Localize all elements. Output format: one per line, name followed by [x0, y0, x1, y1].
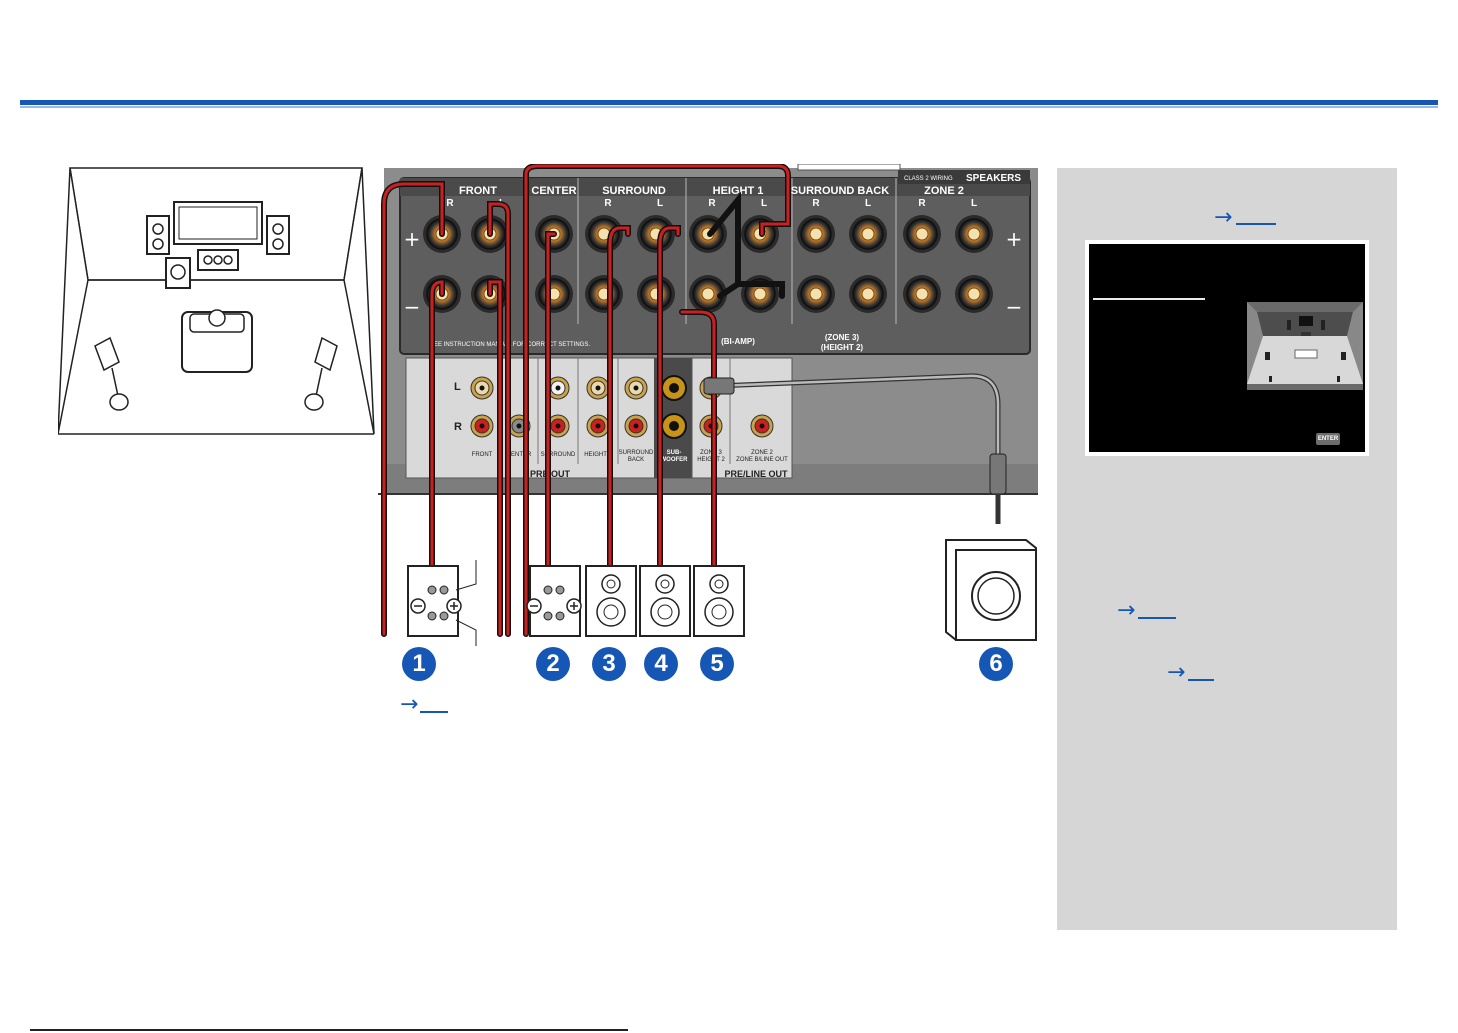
xref-link-setup[interactable]: →	[1214, 205, 1233, 230]
xref-underline	[1188, 679, 1214, 681]
footer-rule	[30, 1029, 628, 1031]
svg-text:BACK: BACK	[628, 457, 644, 463]
speaker-terminal	[637, 275, 675, 313]
xref-link-diagram[interactable]: →	[400, 692, 419, 717]
bookshelf-speaker-icon	[693, 565, 745, 637]
badge-6: 6	[979, 647, 1013, 681]
subwoofer-icon	[945, 539, 1037, 641]
group-surround-back: SURROUND BACK	[791, 185, 889, 197]
speaker-layout-thumbnail	[1247, 302, 1363, 390]
speaker-terminal	[797, 275, 835, 313]
header-rule-shadow	[20, 106, 1438, 108]
group-front: FRONT	[459, 185, 497, 197]
room-layout-illustration	[58, 167, 375, 435]
xref-link-1[interactable]: →	[1117, 598, 1136, 623]
minus-sign-right: −	[1006, 295, 1023, 319]
svg-text:CENTER: CENTER	[507, 452, 532, 458]
center-speaker-icon	[526, 565, 582, 637]
svg-text:L: L	[454, 381, 461, 393]
svg-text:R: R	[812, 198, 820, 209]
rca-jack	[624, 414, 648, 438]
speaker-terminal	[849, 215, 887, 253]
speaker-terminal	[797, 215, 835, 253]
subwoofer-icon	[165, 257, 191, 289]
speaker-terminal	[585, 215, 623, 253]
svg-text:R: R	[604, 198, 612, 209]
group-center: CENTER	[531, 185, 576, 197]
enter-button-icon: ENTER	[1316, 433, 1340, 445]
svg-text:HEIGHT 1: HEIGHT 1	[584, 452, 612, 458]
svg-text:L: L	[865, 198, 871, 209]
bookshelf-speaker-icon	[585, 565, 637, 637]
speaker-terminal	[741, 275, 779, 313]
speaker-terminal	[955, 275, 993, 313]
plus-sign: +	[404, 227, 421, 251]
rear-panel-diagram: FRONT CENTER SURROUND HEIGHT 1 SURROUND …	[378, 164, 1038, 646]
header-rule	[20, 100, 1438, 105]
rca-jack	[470, 376, 494, 400]
surround-left-speaker-icon	[94, 336, 129, 411]
group-zone2: ZONE 2	[924, 185, 964, 197]
svg-text:R: R	[918, 198, 926, 209]
pre-line-out-label: PRE/LINE OUT	[724, 469, 788, 479]
center-speaker-icon	[197, 249, 239, 271]
sofa-icon	[181, 309, 253, 373]
speaker-terminal	[585, 275, 623, 313]
rca-jack	[470, 414, 494, 438]
minus-sign: −	[404, 295, 421, 319]
xref-underline	[1138, 617, 1176, 619]
badge-4: 4	[644, 647, 678, 681]
front-left-speaker-icon	[146, 215, 170, 255]
svg-text:SURROUND: SURROUND	[619, 450, 654, 456]
svg-text:R: R	[708, 198, 716, 209]
badge-5: 5	[700, 647, 734, 681]
badge-1: 1	[402, 647, 436, 681]
speaker-terminal	[903, 215, 941, 253]
svg-text:ZONE B/LINE OUT: ZONE B/LINE OUT	[736, 457, 788, 463]
rca-jack	[624, 376, 648, 400]
class2-label: CLASS 2 WIRING	[904, 176, 953, 182]
xref-underline	[1236, 223, 1276, 225]
height2-label: (HEIGHT 2)	[821, 343, 864, 352]
xref-link-2[interactable]: →	[1167, 660, 1186, 685]
screen-divider	[1093, 298, 1205, 300]
badge-2: 2	[536, 647, 570, 681]
svg-text:L: L	[761, 198, 767, 209]
speakers-label: SPEAKERS	[966, 173, 1021, 184]
svg-text:ZONE 2: ZONE 2	[751, 450, 773, 456]
svg-text:WOOFER: WOOFER	[661, 457, 689, 463]
bookshelf-speaker-icon	[639, 565, 691, 637]
xref-underline	[420, 711, 448, 713]
svg-text:SUB-: SUB-	[667, 450, 682, 456]
group-surround: SURROUND	[602, 185, 666, 197]
speaker-terminal	[689, 275, 727, 313]
screen-display: ENTER	[1089, 244, 1365, 452]
plus-sign-right: +	[1006, 227, 1023, 251]
svg-text:SURROUND: SURROUND	[541, 452, 576, 458]
rca-jack	[750, 414, 774, 438]
speaker-terminal	[535, 275, 573, 313]
rca-jack	[586, 376, 610, 400]
svg-text:L: L	[657, 198, 663, 209]
svg-text:R: R	[454, 421, 462, 433]
front-speaker-icon	[407, 560, 477, 646]
speaker-terminal	[637, 215, 675, 253]
speaker-terminal	[955, 215, 993, 253]
svg-text:L: L	[971, 198, 977, 209]
svg-text:R: R	[446, 198, 454, 209]
biamp-label: (BI-AMP)	[721, 337, 755, 346]
speaker-terminal	[903, 275, 941, 313]
rca-jack	[546, 376, 570, 400]
surround-right-speaker-icon	[304, 336, 338, 411]
group-height1: HEIGHT 1	[713, 185, 764, 197]
tv-screen-image: ENTER	[1085, 240, 1369, 456]
rca-jack	[586, 414, 610, 438]
badge-3: 3	[592, 647, 626, 681]
svg-text:FRONT: FRONT	[472, 452, 493, 458]
speaker-terminal	[849, 275, 887, 313]
zone3-label: (ZONE 3)	[825, 333, 860, 342]
front-right-speaker-icon	[266, 215, 290, 255]
